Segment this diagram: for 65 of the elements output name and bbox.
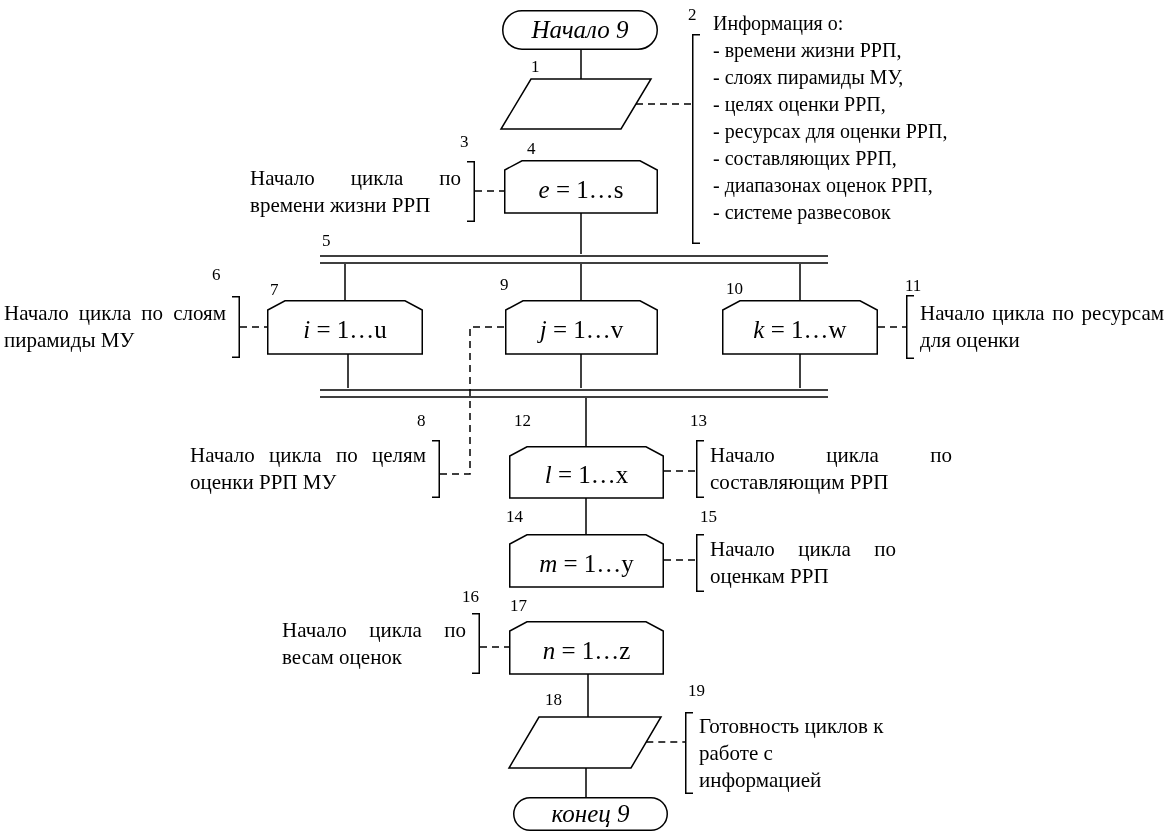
flow-line	[585, 767, 587, 798]
flow-line	[580, 263, 582, 301]
list-item: - времени жизни РРП,	[713, 38, 902, 64]
loop-condition: n = 1…z	[542, 636, 631, 665]
flow-line	[585, 397, 587, 447]
block-number: 18	[545, 691, 562, 709]
loop-condition: j = 1…v	[539, 316, 624, 344]
loop-condition: m = 1…y	[539, 549, 634, 578]
flow-line	[344, 263, 346, 301]
comment-text: Начало цикла по оценкам РРП	[710, 536, 896, 590]
block-number: 3	[460, 133, 469, 151]
loop-condition: i = 1…u	[303, 316, 387, 344]
annotation-line	[877, 326, 907, 328]
block-number: 1	[531, 58, 540, 76]
block-number: 10	[726, 280, 743, 298]
annotation-line	[645, 741, 686, 743]
block-number: 6	[212, 266, 221, 284]
flow-line	[580, 212, 582, 255]
block-number: 16	[462, 588, 479, 606]
comment-text: Начало цикла по ресурсам для оценки	[920, 300, 1164, 354]
block-number: 15	[700, 508, 717, 526]
list-item: - системе развесовок	[713, 200, 891, 226]
list-item: - составляющих РРП,	[713, 146, 897, 172]
flow-line	[580, 353, 582, 389]
annotation-line	[663, 559, 697, 561]
block-number: 17	[510, 597, 527, 615]
annotation-line	[474, 190, 505, 192]
block-number: 8	[417, 412, 426, 430]
block-number: 5	[322, 232, 331, 250]
block-number: 14	[506, 508, 523, 526]
annotation-line	[239, 326, 268, 328]
list-item: - ресурсах для оценки РРП,	[713, 119, 948, 145]
terminal-label: конец 9	[551, 800, 630, 828]
flow-line	[587, 673, 589, 718]
loop-condition: e = 1…s	[538, 175, 624, 204]
annotation-line	[635, 103, 693, 105]
flow-line	[585, 497, 587, 535]
block-number: 2	[688, 6, 697, 24]
flow-line	[799, 263, 801, 301]
block-number: 13	[690, 412, 707, 430]
block-number: 19	[688, 682, 705, 700]
list-item: - диапазонах оценок РРП,	[713, 173, 933, 199]
loop-condition: k = 1…w	[753, 316, 847, 344]
comment-text: Начало цикла по целям оценки РРП МУ	[190, 442, 426, 496]
comment-text: Начало цикла по времени жизни РРП	[250, 164, 461, 219]
annotation-line	[663, 470, 697, 472]
comment-heading: Информация о:	[713, 11, 844, 37]
block-number: 7	[270, 281, 279, 299]
list-item: - целях оценки РРП,	[713, 92, 886, 118]
block-number: 11	[905, 277, 922, 295]
loop-condition: l = 1…x	[544, 461, 629, 489]
comment-text: Готовность циклов к работе с информацией	[699, 712, 885, 794]
block-number: 9	[500, 276, 509, 294]
block-number: 12	[514, 412, 531, 430]
comment-text: Начало цикла по слоям пирамиды МУ	[4, 300, 226, 354]
flow-line	[347, 353, 349, 389]
annotation-line	[439, 326, 506, 475]
flow-line	[580, 49, 582, 80]
flow-line	[799, 353, 801, 389]
list-item: - слоях пирамиды МУ,	[713, 65, 904, 91]
annotation-line	[479, 646, 510, 648]
terminal-label: Начало 9	[531, 16, 629, 44]
comment-text: Начало цикла по весам оценок	[282, 616, 466, 671]
block-number: 4	[527, 140, 536, 158]
comment-text: Начало цикла по составляющим РРП	[710, 442, 952, 496]
